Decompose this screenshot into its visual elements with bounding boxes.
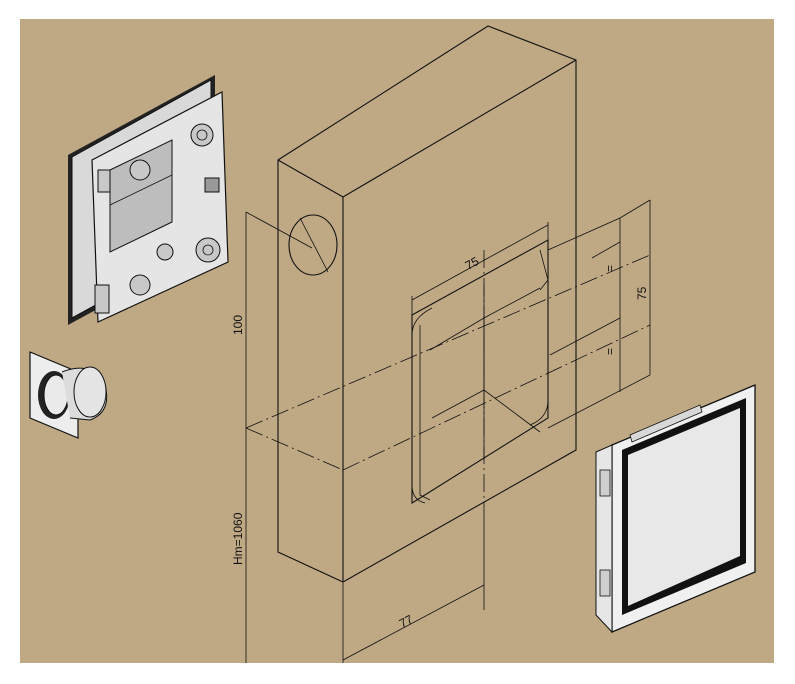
conduit-hole bbox=[288, 214, 338, 276]
dim-box-height: 75 bbox=[635, 286, 649, 300]
drawing-canvas: 75 75 = = 100 Hm=1060 77 bbox=[29, 25, 756, 663]
recess-opening bbox=[411, 239, 549, 504]
dim-equal-top: = bbox=[603, 265, 617, 272]
dim-mount-height: Hm=1060 bbox=[231, 512, 245, 565]
cover-frame bbox=[595, 384, 756, 634]
flush-mount-module bbox=[68, 75, 229, 325]
dim-axis-height: 100 bbox=[231, 315, 245, 335]
technical-drawing: 75 75 = = 100 Hm=1060 77 bbox=[20, 19, 774, 663]
dimension-lines bbox=[245, 199, 651, 663]
wall-block bbox=[277, 25, 577, 583]
dim-box-width: 75 bbox=[463, 254, 482, 273]
center-lines bbox=[245, 250, 651, 520]
dim-equal-bottom: = bbox=[603, 348, 617, 355]
push-button-unit bbox=[29, 351, 108, 439]
dim-offset: 77 bbox=[397, 612, 416, 631]
